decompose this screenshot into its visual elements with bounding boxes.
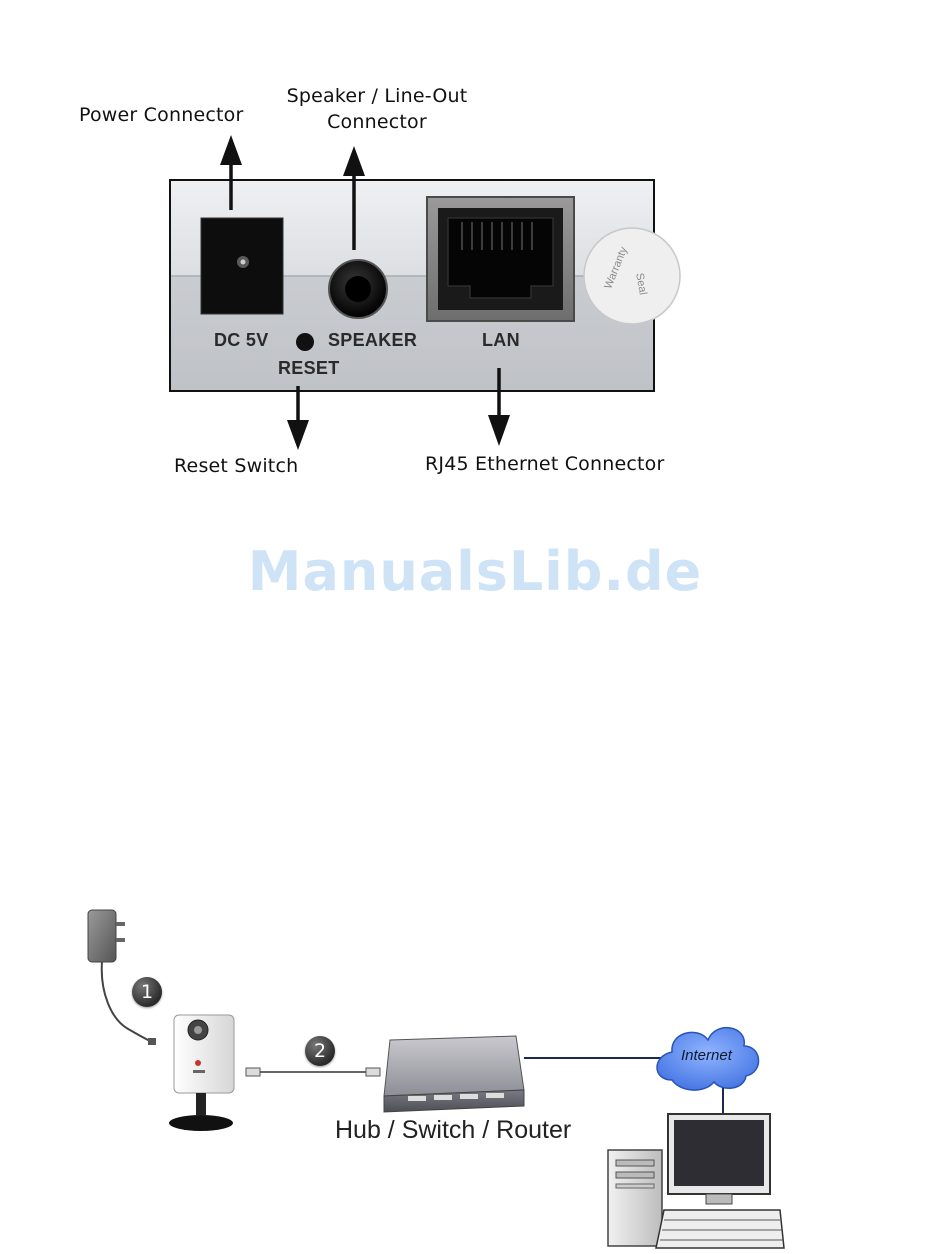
watermark: ManualsLib.de xyxy=(0,540,950,603)
reset-label: RESET xyxy=(278,358,340,379)
hub-switch-router-label: Hub / Switch / Router xyxy=(335,1116,571,1145)
arrow-reset xyxy=(287,386,309,450)
warranty-seal xyxy=(584,228,680,324)
ethernet-cable-1 xyxy=(246,1068,380,1076)
hub-device xyxy=(384,1036,524,1112)
step-1-badge: 1 xyxy=(132,977,162,1007)
ip-camera xyxy=(169,1015,234,1131)
desktop-computer xyxy=(608,1114,784,1248)
internet-label: Internet xyxy=(681,1047,732,1064)
speaker-label: SPEAKER xyxy=(328,330,417,351)
network-drawing xyxy=(0,880,950,1254)
reset-hole xyxy=(296,333,314,351)
lan-label: LAN xyxy=(482,330,520,351)
step-2-badge: 2 xyxy=(305,1036,335,1066)
dc-5v-label: DC 5V xyxy=(214,330,269,351)
rear-panel-drawing xyxy=(0,0,950,500)
